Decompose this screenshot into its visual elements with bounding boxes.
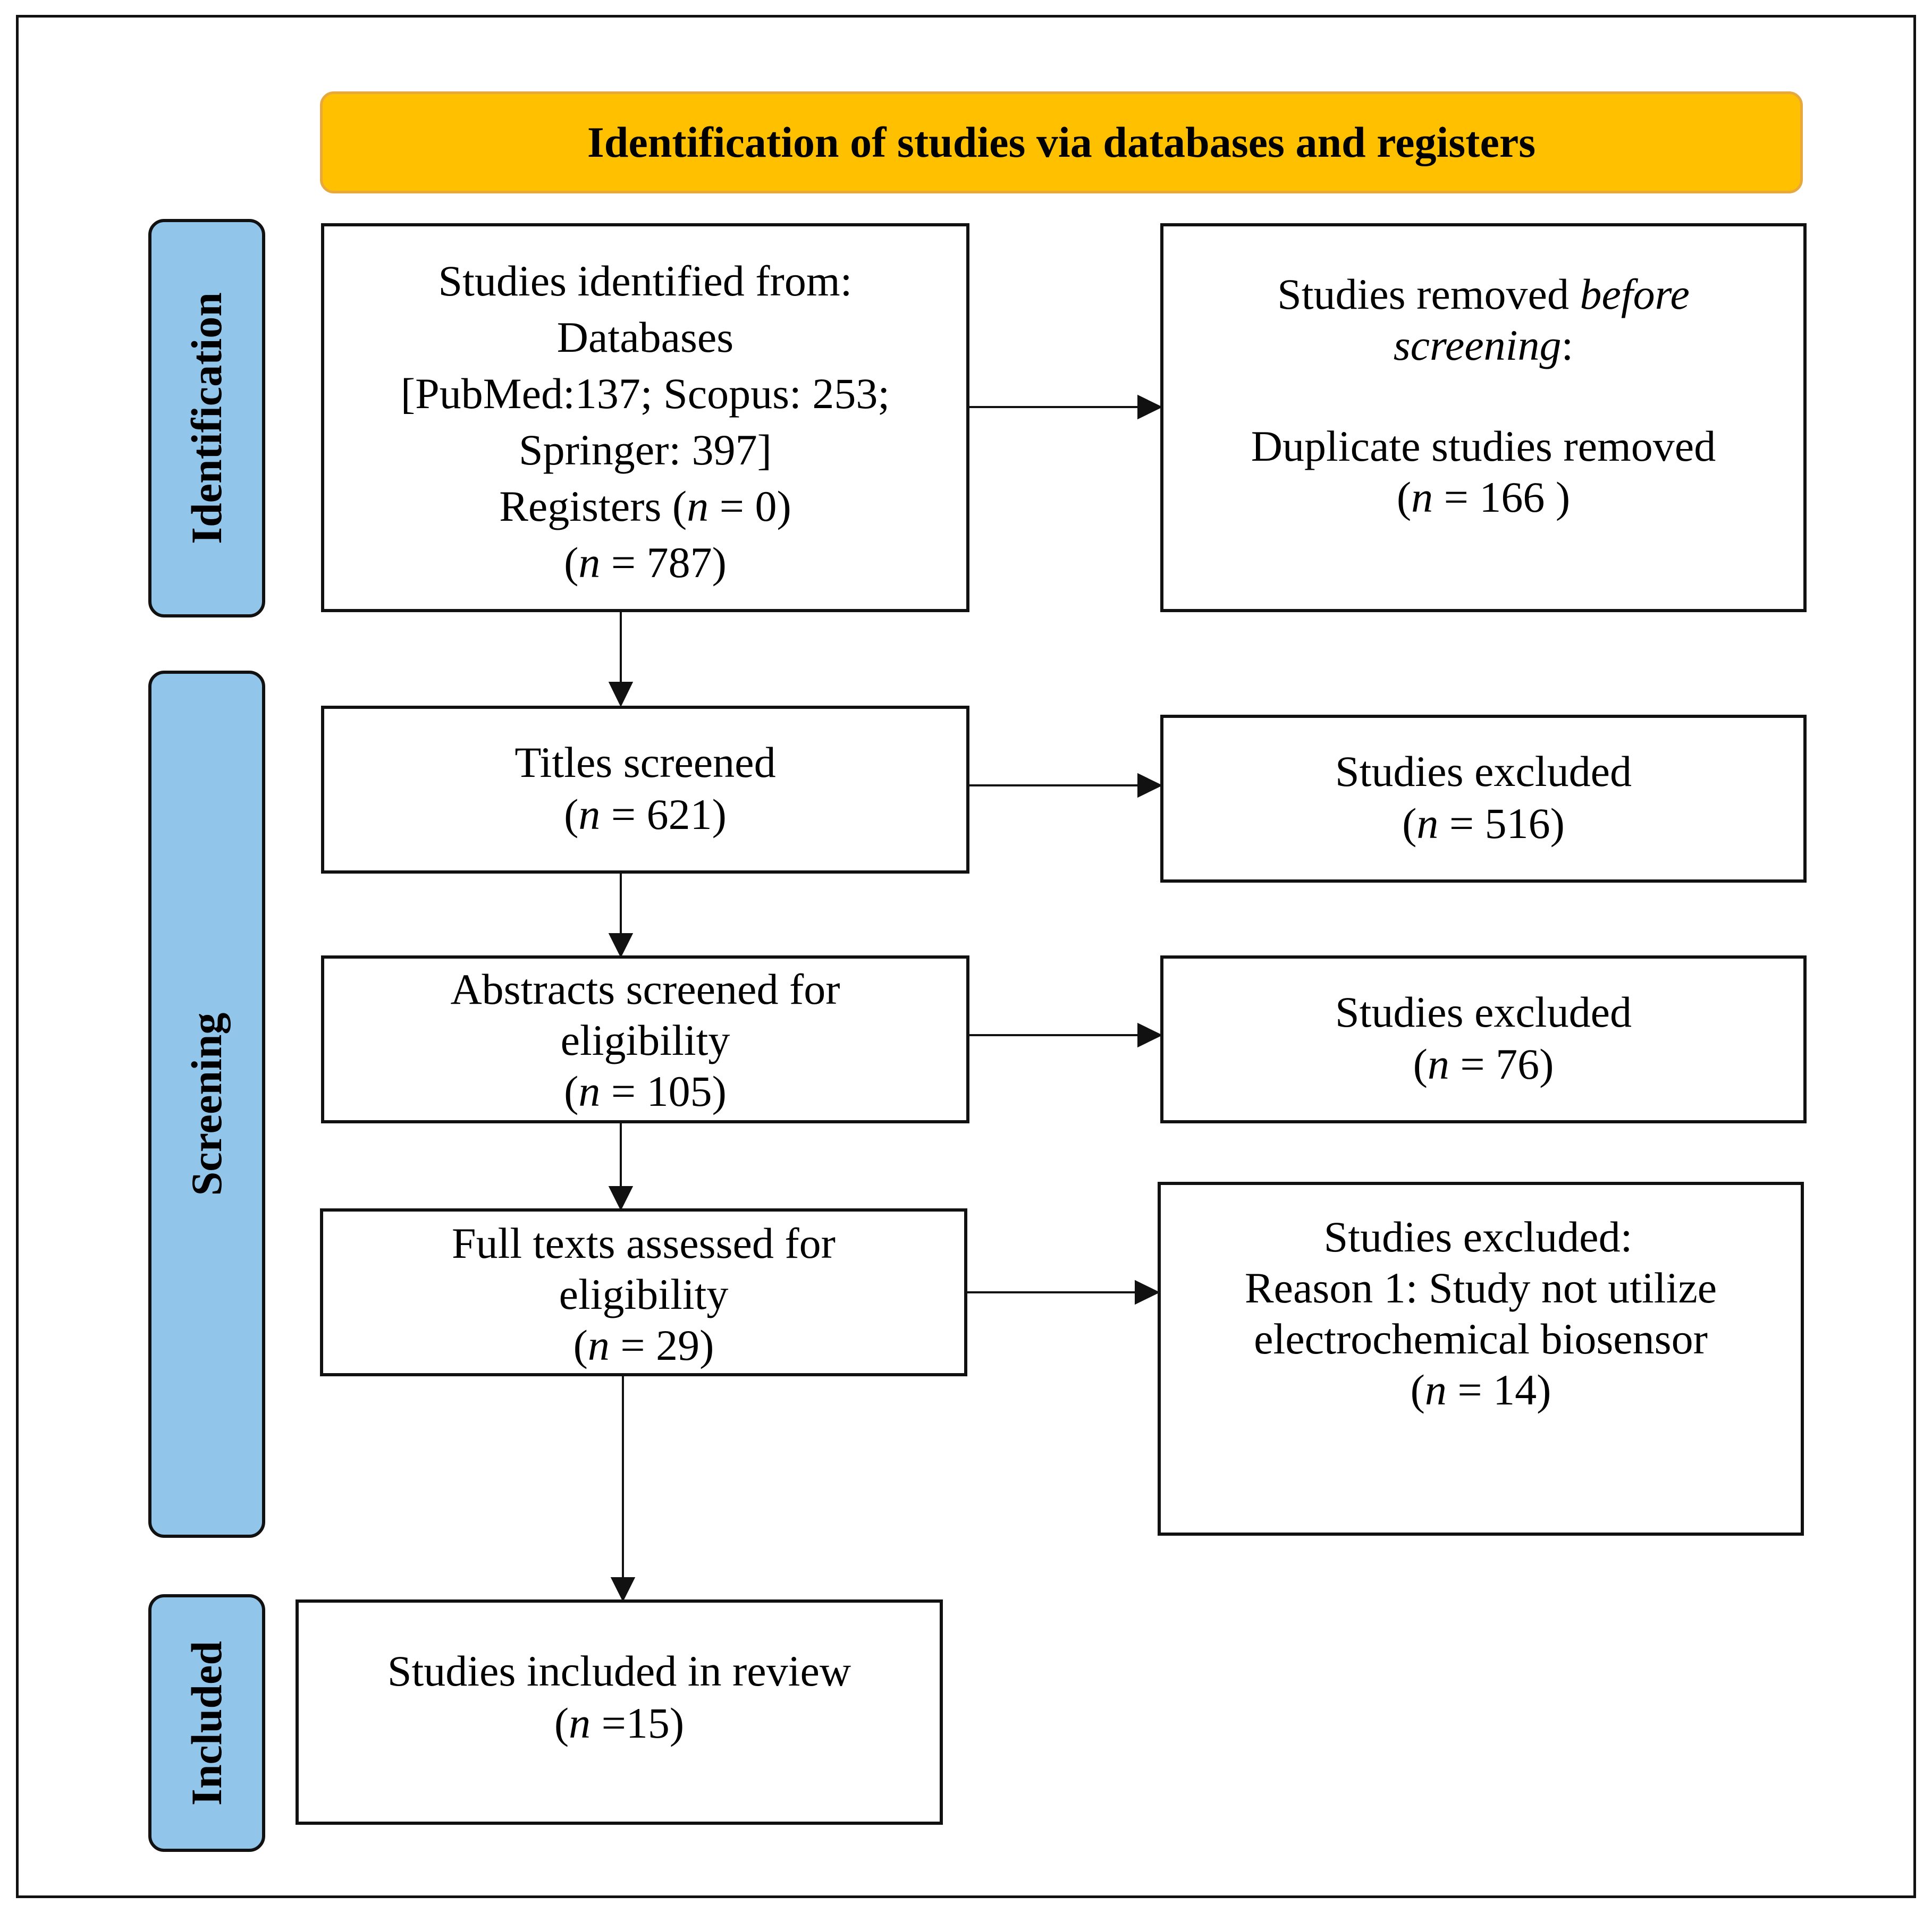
abstracts-count: (n = 105): [564, 1067, 727, 1115]
identified-line4: Springer: 397]: [519, 426, 772, 474]
box-titles-screened: Titles screened (n = 621): [321, 706, 969, 874]
box-excluded-abstracts: Studies excluded (n = 76): [1160, 955, 1807, 1123]
excluded-fulltexts-line3: electrochemical biosensor: [1254, 1315, 1708, 1363]
removed-line2: screening:: [1393, 321, 1574, 369]
arrow-head-titles-to-excluded: [1137, 773, 1163, 798]
arrow-head-identified-to-removed: [1137, 394, 1163, 420]
box-abstracts-screened: Abstracts screened for eligibility (n = …: [321, 955, 969, 1123]
excluded-abstracts-line1: Studies excluded: [1335, 988, 1632, 1036]
excluded-titles-line1: Studies excluded: [1335, 747, 1632, 795]
identified-line1: Studies identified from:: [438, 257, 853, 305]
outer-frame: [16, 15, 1916, 1898]
abstracts-line2: eligibility: [560, 1016, 730, 1064]
identified-total-count: (n = 787): [564, 538, 727, 587]
titles-line1: Titles screened: [514, 738, 776, 786]
fulltexts-line1: Full texts assessed for: [452, 1219, 836, 1267]
stage-identification: Identification: [148, 219, 265, 617]
box-excluded-fulltexts: Studies excluded: Reason 1: Study not ut…: [1158, 1182, 1804, 1536]
removed-line3: Duplicate studies removed: [1251, 422, 1716, 470]
arrow-head-abstracts-to-fulltexts: [608, 1186, 634, 1211]
stage-screening: Screening: [148, 671, 265, 1538]
removed-line1: Studies removed before: [1277, 270, 1690, 318]
arrow-head-fulltexts-to-excluded: [1135, 1280, 1160, 1305]
titles-count: (n = 621): [564, 790, 727, 839]
arrow-head-identified-to-titles: [608, 682, 634, 707]
excluded-abstracts-count: (n = 76): [1413, 1040, 1554, 1088]
identified-registers-count: Registers (n = 0): [499, 482, 791, 530]
excluded-fulltexts-line1: Studies excluded:: [1323, 1213, 1633, 1261]
header-banner: Identification of studies via databases …: [320, 91, 1803, 193]
abstracts-line1: Abstracts screened for: [450, 965, 840, 1013]
header-title: Identification of studies via databases …: [587, 118, 1536, 166]
fulltexts-count: (n = 29): [573, 1321, 714, 1369]
box-studies-identified: Studies identified from: Databases [PubM…: [321, 223, 969, 612]
stage-included: Included: [148, 1594, 265, 1852]
identified-line3: [PubMed:137; Scopus: 253;: [400, 369, 890, 418]
box-fulltexts-assessed: Full texts assessed for eligibility (n =…: [320, 1208, 967, 1376]
arrow-head-abstracts-to-excluded: [1137, 1022, 1163, 1048]
arrow-head-titles-to-abstracts: [608, 933, 634, 958]
box-studies-removed: Studies removed before screening: Duplic…: [1160, 223, 1807, 612]
removed-count: (n = 166 ): [1396, 473, 1571, 521]
box-studies-included: Studies included in review (n =15): [296, 1599, 943, 1825]
identified-line2: Databases: [556, 313, 734, 361]
included-count: (n =15): [554, 1699, 685, 1747]
excluded-fulltexts-count: (n = 14): [1410, 1366, 1551, 1414]
box-excluded-titles: Studies excluded (n = 516): [1160, 715, 1807, 883]
included-line1: Studies included in review: [387, 1647, 851, 1695]
excluded-titles-count: (n = 516): [1402, 799, 1565, 848]
fulltexts-line2: eligibility: [559, 1270, 729, 1318]
arrow-head-fulltexts-to-included: [610, 1577, 636, 1602]
excluded-fulltexts-line2: Reason 1: Study not utilize: [1244, 1264, 1717, 1312]
